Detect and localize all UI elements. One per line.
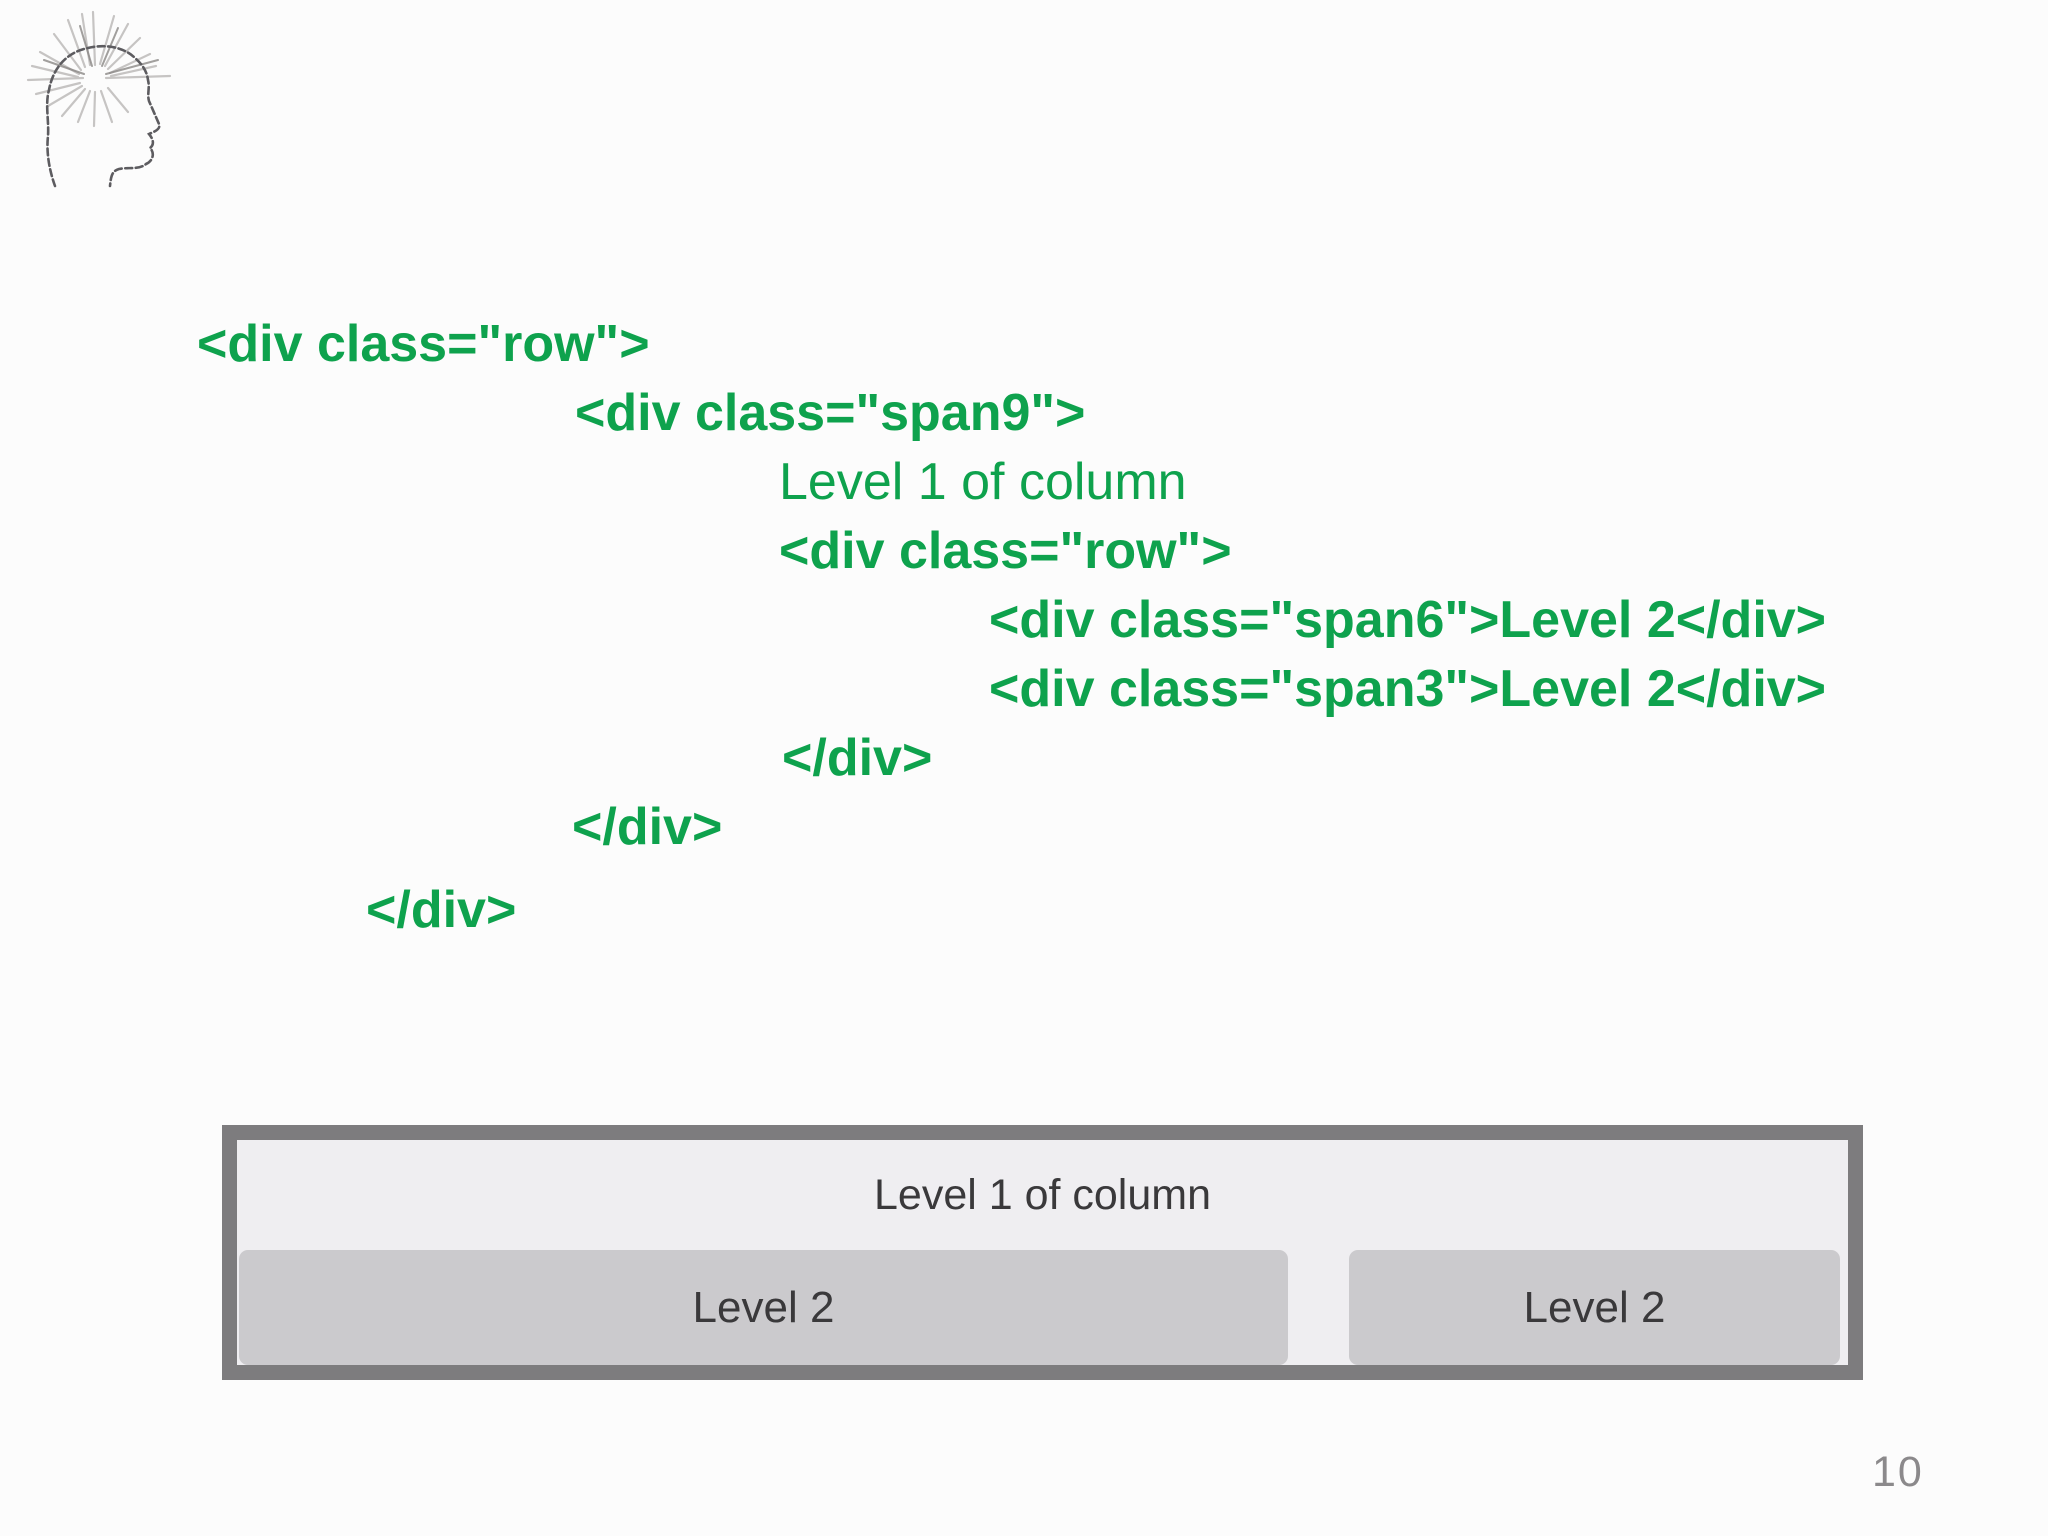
- code-line: <div class="span9">: [575, 384, 1086, 442]
- level1-label: Level 1 of column: [873, 1170, 1212, 1219]
- code-line: </div>: [572, 798, 723, 856]
- thinking-head-logo: [26, 10, 172, 188]
- code-line: <div class="row">: [779, 522, 1232, 580]
- level2-box-span6: Level 2: [239, 1250, 1288, 1365]
- level2-right-label: Level 2: [1523, 1282, 1666, 1332]
- level2-left-label: Level 2: [692, 1282, 835, 1332]
- code-line: </div>: [782, 729, 933, 787]
- code-line: </div>: [366, 881, 517, 939]
- grid-diagram: Level 1 of column Level 2 Level 2: [222, 1125, 1863, 1380]
- code-line: <div class="span6">Level 2</div>: [989, 591, 1827, 649]
- level2-box-span3: Level 2: [1349, 1250, 1840, 1365]
- radiating-lines-icon: [26, 10, 172, 128]
- level1-column-box: Level 1 of column: [237, 1140, 1848, 1250]
- head-profile-icon: [45, 45, 161, 188]
- code-block: <div class="row"> <div class="span9"> Leve…: [197, 310, 1826, 945]
- code-line: <div class="row">: [197, 315, 650, 373]
- radiating-lines-dark-icon: [43, 25, 159, 75]
- page-number: 10: [1872, 1448, 1924, 1496]
- code-line: Level 1 of column: [779, 453, 1187, 511]
- code-line: <div class="span3">Level 2</div>: [989, 660, 1827, 718]
